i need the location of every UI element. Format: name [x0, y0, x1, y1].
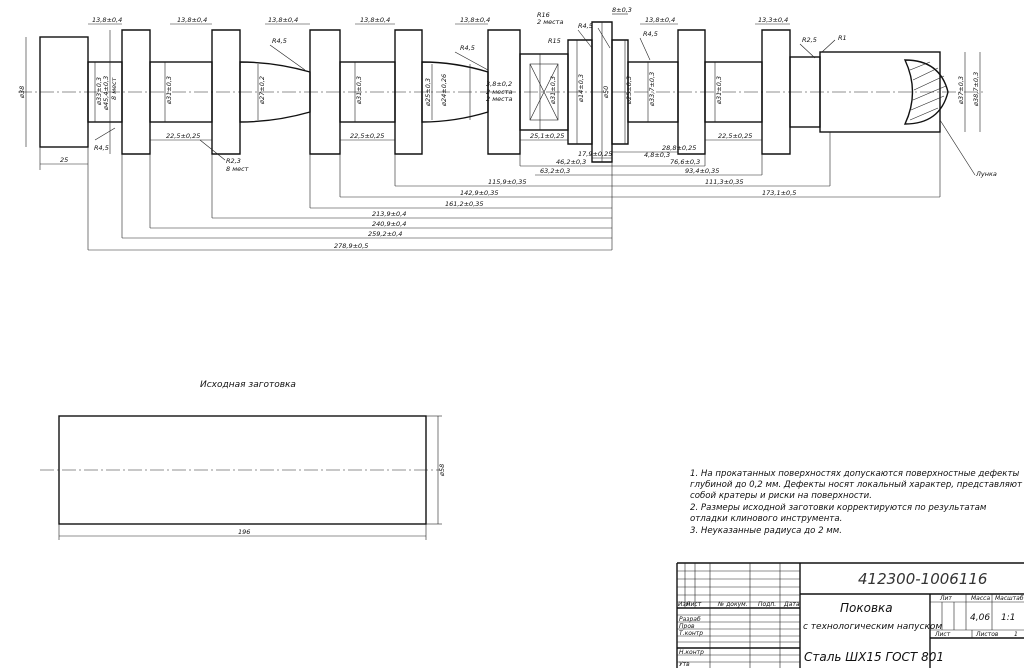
- note-line-4: 2. Размеры исходной заготовки корректиру…: [690, 503, 987, 513]
- radius-r1: R1: [838, 34, 847, 42]
- top-dim-5: 13,8±0,4: [460, 16, 490, 24]
- dia-4: ø31±0,3: [165, 76, 173, 105]
- col-header-sign: Подп.: [758, 601, 776, 608]
- dim-2409: 240,9±0,4: [372, 220, 406, 228]
- note-line-6: 3. Неуказанные радиуса до 2 мм.: [690, 526, 842, 536]
- blank-title: Исходная заготовка: [200, 380, 296, 390]
- dia-7: ø25±0,3: [424, 78, 432, 107]
- col-header-izm: Изм: [678, 601, 691, 608]
- note-line-5: отладки клинового инструмента.: [690, 514, 842, 524]
- row-tkontr: Т.контр: [679, 630, 703, 637]
- radius-r45-d: R4,5: [643, 30, 658, 38]
- material-label: Сталь ШХ15 ГОСТ 801: [804, 650, 944, 664]
- radius-r45-a: R4,5: [272, 37, 287, 45]
- top-dim-4: 13,8±0,4: [360, 16, 390, 24]
- dim-2789: 278,9±0,5: [334, 242, 368, 250]
- part-name-line2: с технологическим напуском: [803, 622, 942, 632]
- col-header-list: Лист: [685, 601, 702, 608]
- dia-11: ø25±0,3: [625, 76, 633, 105]
- dia-13: ø31±0,3: [715, 76, 723, 105]
- dia-2: ø33±0,3: [95, 77, 103, 106]
- dim-632: 63,2±0,3: [540, 167, 570, 175]
- dim-251: 25,1±0,25: [530, 132, 564, 140]
- dim-766: 76,6±0,3: [670, 158, 700, 166]
- lunka-label: Лунка: [975, 170, 997, 178]
- dia-9: ø14±0,3: [577, 74, 585, 103]
- top-dim-3: 13,8±0,4: [268, 16, 298, 24]
- title-block: 412300-1006116 Поковка с технологическим…: [676, 562, 1024, 668]
- dia-1: ø38: [18, 86, 26, 99]
- dim-288: 28,8±0,25: [662, 144, 696, 152]
- dia-10: ø50: [602, 86, 610, 99]
- radius-r15: R15: [548, 37, 561, 45]
- scale-label: Масштаб: [995, 595, 1024, 602]
- mass-value: 4,06: [970, 613, 990, 623]
- top-dim-1: 13,8±0,4: [92, 16, 122, 24]
- radius-r23-count: 8 мест: [226, 165, 249, 173]
- lit-label: Лит: [939, 595, 952, 602]
- row-razrab: Разраб: [679, 616, 701, 623]
- sheets-label: Листов: [975, 631, 999, 638]
- row-utv: Утв: [679, 661, 690, 668]
- dia-3-count: 8 мест: [110, 77, 118, 100]
- top-dim-6: 8±0,3: [612, 6, 632, 14]
- dim-1429: 142,9±0,35: [460, 189, 499, 197]
- row-prov: Пров: [679, 623, 695, 630]
- dim-934: 93,4±0,35: [685, 167, 719, 175]
- dia-5: ø27±0,2: [258, 76, 266, 105]
- sheet-label: Лист: [934, 631, 951, 638]
- doc-number: 412300-1006116: [858, 570, 987, 588]
- dim-1731: 173,1±0,5: [762, 189, 796, 197]
- dia-7-count: 2 места: [486, 88, 512, 96]
- dim-179: 17,9±0,25: [578, 150, 612, 158]
- dim-462: 46,2±0,3: [556, 158, 586, 166]
- note-line-3: собой кратеры и риски на поверхности.: [690, 491, 872, 501]
- note-line-2: глубиной до 0,2 мм. Дефекты носят локаль…: [690, 480, 1023, 490]
- dim-225-c: 22,5±0,25: [718, 132, 752, 140]
- part-name-line1: Поковка: [840, 601, 893, 615]
- radius-r16-count: 2 места: [537, 18, 563, 26]
- radius-r16: R16: [537, 11, 550, 19]
- dia-6: ø31±0,3: [355, 76, 363, 105]
- radius-r25: R2,5: [802, 36, 817, 44]
- dim-1159: 115,9±0,35: [488, 178, 527, 186]
- dia-12: ø33,7±0,3: [648, 72, 656, 107]
- dim-225-b: 22,5±0,25: [350, 132, 384, 140]
- col-header-docnum: № докум.: [717, 601, 748, 608]
- dia-3: ø45,4±0,3: [102, 76, 110, 111]
- dim-48: 4,8±0,3: [644, 151, 670, 159]
- dim-1612: 161,2±0,35: [445, 200, 484, 208]
- dim-1113: 111,3±0,35: [705, 178, 744, 186]
- radius-r23: R2,3: [226, 157, 241, 165]
- radius-r45-c: R4,5: [578, 22, 593, 30]
- dia-15: ø38,7±0,3: [972, 72, 980, 107]
- dim-38: 3,8±0,2: [486, 80, 512, 88]
- technical-notes: 1. На прокатанных поверхностях допускают…: [690, 469, 1023, 536]
- radius-r45-b: R4,5: [460, 44, 475, 52]
- forging-drawing: 13,8±0,4 13,8±0,4 13,8±0,4 13,8±0,4 13,8…: [18, 6, 997, 251]
- blank-diameter: ø58: [438, 464, 446, 477]
- top-dim-7: 13,8±0,4: [645, 16, 675, 24]
- dia-16: ø24±0,26: [440, 74, 448, 107]
- blank-drawing: Исходная заготовка ø58 196: [40, 380, 446, 540]
- top-dim-8: 13,3±0,4: [758, 16, 788, 24]
- dim-225-a: 22,5±0,25: [166, 132, 200, 140]
- col-header-date: Дата: [783, 601, 800, 608]
- blank-length: 196: [238, 528, 250, 536]
- dia-8: ø31±0,3: [549, 76, 557, 105]
- sheets-value: 1: [1014, 631, 1018, 638]
- dim-2592: 259,2±0,4: [368, 230, 402, 238]
- dia-14: ø37±0,3: [957, 76, 965, 105]
- mass-label: Масса: [971, 595, 990, 602]
- note-line-1: 1. На прокатанных поверхностях допускают…: [690, 469, 1019, 479]
- dim-38-count: 2 места: [486, 95, 512, 103]
- top-dim-2: 13,8±0,4: [177, 16, 207, 24]
- row-nkontr: Н.контр: [679, 649, 704, 656]
- dim-25: 25: [60, 156, 68, 164]
- dim-2139: 213,9±0,4: [372, 210, 406, 218]
- radius-r45-e: R4,5: [94, 144, 109, 152]
- scale-value: 1:1: [1001, 613, 1015, 623]
